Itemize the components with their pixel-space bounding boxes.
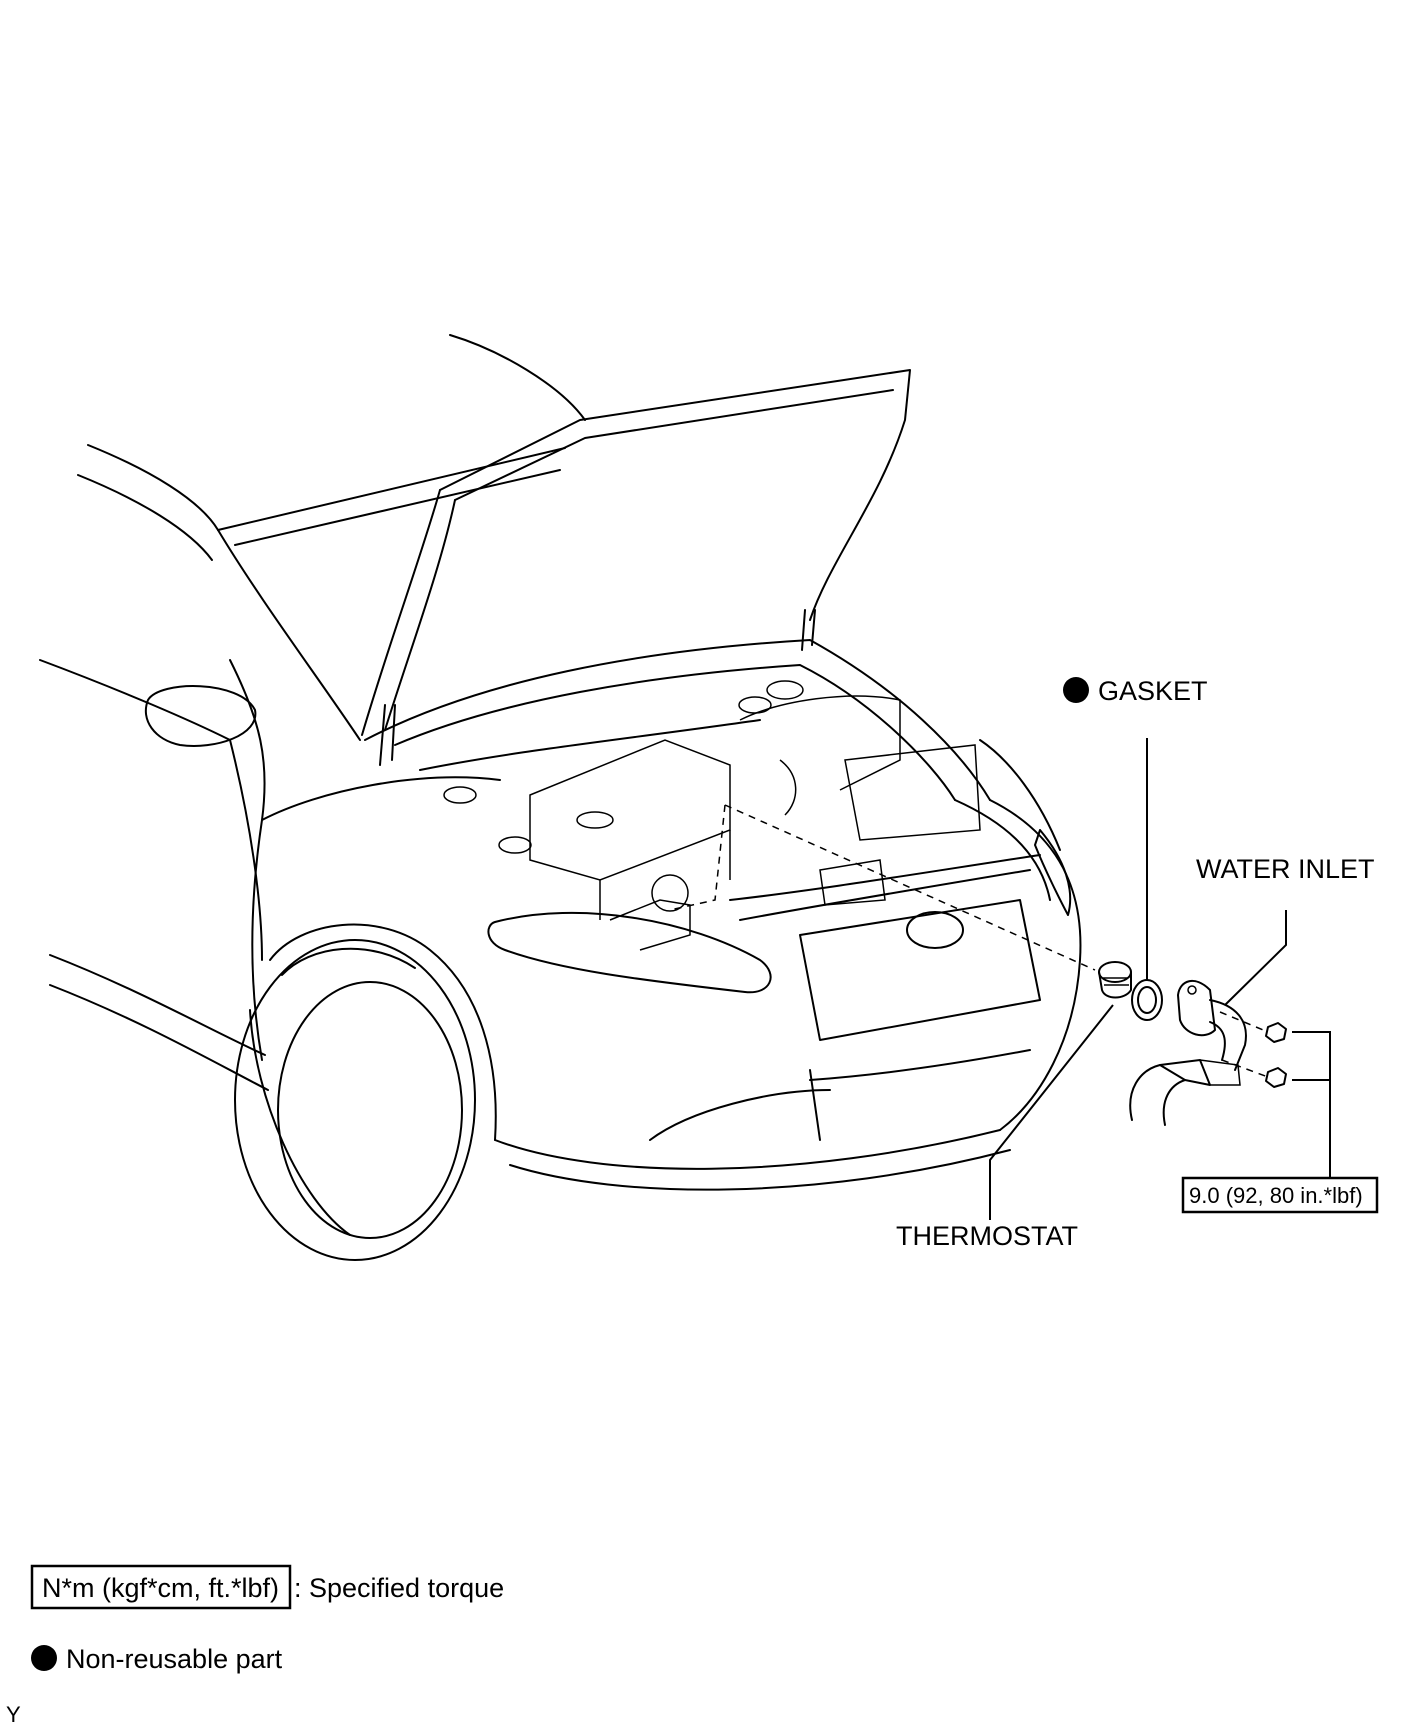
water-inlet-label: WATER INLET xyxy=(1196,854,1375,884)
non-reusable-icon xyxy=(1063,677,1089,703)
water-inlet-part xyxy=(1129,980,1287,1126)
torque-value-label: 9.0 (92, 80 in.*lbf) xyxy=(1189,1183,1363,1208)
corner-code: Y xyxy=(6,1702,21,1727)
legend-non-reusable-desc: Non-reusable part xyxy=(66,1644,283,1674)
thermostat-part xyxy=(1098,961,1132,999)
car-illustration xyxy=(39,334,1096,1261)
gasket-label: GASKET xyxy=(1098,676,1208,706)
gasket-part xyxy=(1131,979,1163,1021)
legend-torque-box xyxy=(30,1564,292,1610)
torque-value-box xyxy=(1181,1176,1379,1214)
legend: N*m (kgf*cm, ft.*lbf) : Specified torque… xyxy=(30,1564,504,1674)
thermostat-label: THERMOSTAT xyxy=(896,1221,1078,1251)
leader-lines xyxy=(989,738,1331,1220)
legend-torque-desc: : Specified torque xyxy=(294,1573,504,1603)
legend-torque-unit: N*m (kgf*cm, ft.*lbf) xyxy=(42,1573,279,1603)
legend-non-reusable-icon xyxy=(31,1645,57,1671)
